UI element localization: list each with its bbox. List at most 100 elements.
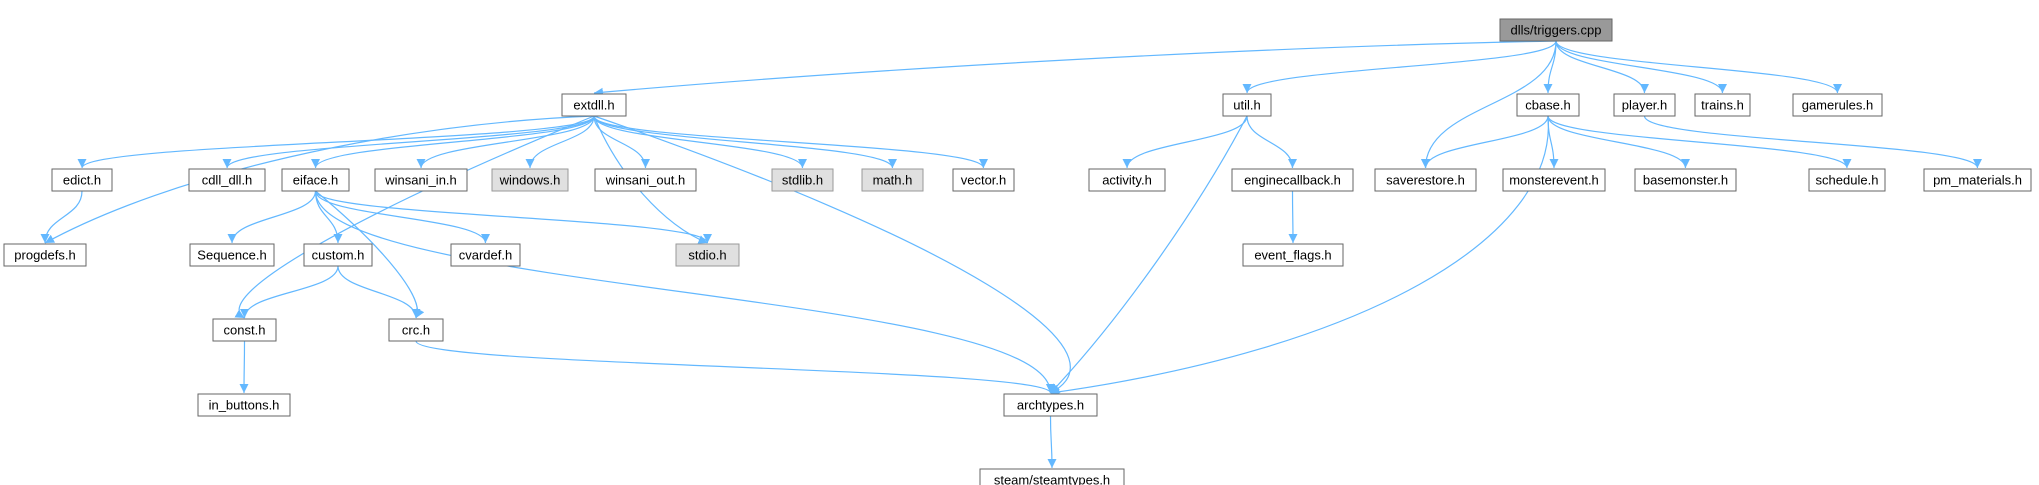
node-label: extdll.h bbox=[573, 98, 614, 113]
edge-custom-to-const bbox=[240, 265, 339, 319]
node-enginecallback[interactable]: enginecallback.h bbox=[1231, 168, 1354, 192]
edge-arrow bbox=[222, 115, 595, 169]
edge-crc-to-archtypes bbox=[415, 340, 1055, 394]
edge-custom-to-crc bbox=[337, 265, 421, 319]
node-custom[interactable]: custom.h bbox=[303, 243, 373, 267]
node-monsterevent[interactable]: monsterevent.h bbox=[1502, 168, 1606, 192]
node-eiface[interactable]: eiface.h bbox=[281, 168, 350, 192]
node-vector[interactable]: vector.h bbox=[952, 168, 1015, 192]
node-winsani_out[interactable]: winsani_out.h bbox=[594, 168, 697, 192]
edge-arrow bbox=[1047, 415, 1057, 469]
node-crc[interactable]: crc.h bbox=[388, 318, 444, 342]
node-gamerules[interactable]: gamerules.h bbox=[1792, 93, 1883, 117]
node-box bbox=[1231, 168, 1354, 192]
node-saverestore[interactable]: saverestore.h bbox=[1374, 168, 1477, 192]
edge-extdll-to-cdll_dll bbox=[222, 115, 595, 169]
node-label: winsani_out.h bbox=[605, 173, 686, 188]
node-box bbox=[491, 168, 569, 192]
node-label: stdlib.h bbox=[782, 173, 823, 188]
node-label: const.h bbox=[224, 323, 266, 338]
node-label: Sequence.h bbox=[197, 248, 266, 263]
edge-arrow bbox=[1050, 115, 1549, 397]
node-edict[interactable]: edict.h bbox=[51, 168, 113, 192]
node-event_flags[interactable]: event_flags.h bbox=[1242, 243, 1344, 267]
node-label: pm_materials.h bbox=[1933, 173, 2022, 188]
edge-eiface-to-stdio bbox=[314, 190, 712, 244]
edge-cbase-to-basemonster bbox=[1547, 115, 1690, 169]
node-schedule[interactable]: schedule.h bbox=[1808, 168, 1886, 192]
node-util[interactable]: util.h bbox=[1222, 93, 1272, 117]
node-box bbox=[861, 168, 924, 192]
node-label: dlls/triggers.cpp bbox=[1510, 23, 1601, 38]
edge-arrow bbox=[44, 115, 595, 244]
edge-util-to-activity bbox=[1122, 115, 1248, 169]
node-progdefs[interactable]: progdefs.h bbox=[3, 243, 87, 267]
edge-arrow bbox=[311, 115, 595, 169]
edge-arrow bbox=[314, 190, 712, 244]
node-label: math.h bbox=[873, 173, 913, 188]
edge-eiface-to-cvardef bbox=[314, 190, 490, 244]
node-label: util.h bbox=[1233, 98, 1260, 113]
node-sequence[interactable]: Sequence.h bbox=[189, 243, 275, 267]
node-winsani_in[interactable]: winsani_in.h bbox=[374, 168, 468, 192]
node-box bbox=[189, 243, 275, 267]
node-box bbox=[1613, 93, 1676, 117]
node-extdll[interactable]: extdll.h bbox=[561, 93, 627, 117]
edge-arrow bbox=[77, 115, 595, 169]
edge-cbase-to-schedule bbox=[1547, 115, 1852, 169]
node-label: event_flags.h bbox=[1254, 248, 1331, 263]
node-player[interactable]: player.h bbox=[1613, 93, 1676, 117]
node-basemonster[interactable]: basemonster.h bbox=[1634, 168, 1737, 192]
node-box bbox=[212, 318, 277, 342]
node-label: stdio.h bbox=[688, 248, 726, 263]
node-activity[interactable]: activity.h bbox=[1088, 168, 1166, 192]
node-cbase[interactable]: cbase.h bbox=[1516, 93, 1580, 117]
node-steamtypes[interactable]: steam/steamtypes.h bbox=[979, 468, 1125, 485]
node-math[interactable]: math.h bbox=[861, 168, 924, 192]
node-box bbox=[1516, 93, 1580, 117]
node-box bbox=[1694, 93, 1751, 117]
node-pm_materials[interactable]: pm_materials.h bbox=[1923, 168, 2032, 192]
edge-arrow bbox=[1421, 115, 1549, 169]
edge-eiface-to-archtypes bbox=[314, 190, 1055, 394]
edge-arrow bbox=[593, 115, 897, 169]
node-triggers: dlls/triggers.cpp bbox=[1499, 18, 1613, 42]
node-windows[interactable]: windows.h bbox=[491, 168, 569, 192]
node-cdll_dll[interactable]: cdll_dll.h bbox=[188, 168, 266, 192]
node-archtypes[interactable]: archtypes.h bbox=[1003, 393, 1098, 417]
node-label: archtypes.h bbox=[1017, 398, 1084, 413]
node-box bbox=[1242, 243, 1344, 267]
node-stdlib[interactable]: stdlib.h bbox=[771, 168, 834, 192]
node-box bbox=[3, 243, 87, 267]
node-label: cvardef.h bbox=[459, 248, 512, 263]
edge-extdll-to-windows bbox=[525, 115, 595, 169]
node-const[interactable]: const.h bbox=[212, 318, 277, 342]
node-box bbox=[303, 243, 373, 267]
node-in_buttons[interactable]: in_buttons.h bbox=[197, 393, 291, 417]
node-cvardef[interactable]: cvardef.h bbox=[450, 243, 521, 267]
node-box bbox=[374, 168, 468, 192]
edge-eiface-to-sequence bbox=[227, 190, 317, 244]
node-box bbox=[188, 168, 266, 192]
node-trains[interactable]: trains.h bbox=[1694, 93, 1751, 117]
node-layer: dlls/triggers.cpp extdll.h util.h cbase.h pl… bbox=[3, 18, 2032, 485]
edge-extdll-to-winsani_in bbox=[416, 115, 595, 169]
node-label: vector.h bbox=[961, 173, 1007, 188]
edge-arrow bbox=[314, 190, 490, 244]
node-label: windows.h bbox=[499, 173, 561, 188]
node-label: eiface.h bbox=[293, 173, 339, 188]
node-label: saverestore.h bbox=[1386, 173, 1465, 188]
node-box bbox=[561, 93, 627, 117]
edge-extdll-to-eiface bbox=[311, 115, 595, 169]
node-box bbox=[450, 243, 521, 267]
edge-util-to-archtypes bbox=[1050, 115, 1248, 394]
edge-extdll-to-math bbox=[593, 115, 897, 169]
edge-arrow bbox=[239, 340, 249, 394]
edge-arrow bbox=[593, 115, 988, 169]
edge-arrow bbox=[1246, 115, 1297, 169]
edge-arrow bbox=[1555, 40, 1842, 94]
edge-extdll-to-progdefs bbox=[44, 115, 595, 244]
edge-arrow bbox=[1543, 40, 1557, 94]
edge-edict-to-progdefs bbox=[40, 190, 83, 244]
node-stdio[interactable]: stdio.h bbox=[675, 243, 740, 267]
